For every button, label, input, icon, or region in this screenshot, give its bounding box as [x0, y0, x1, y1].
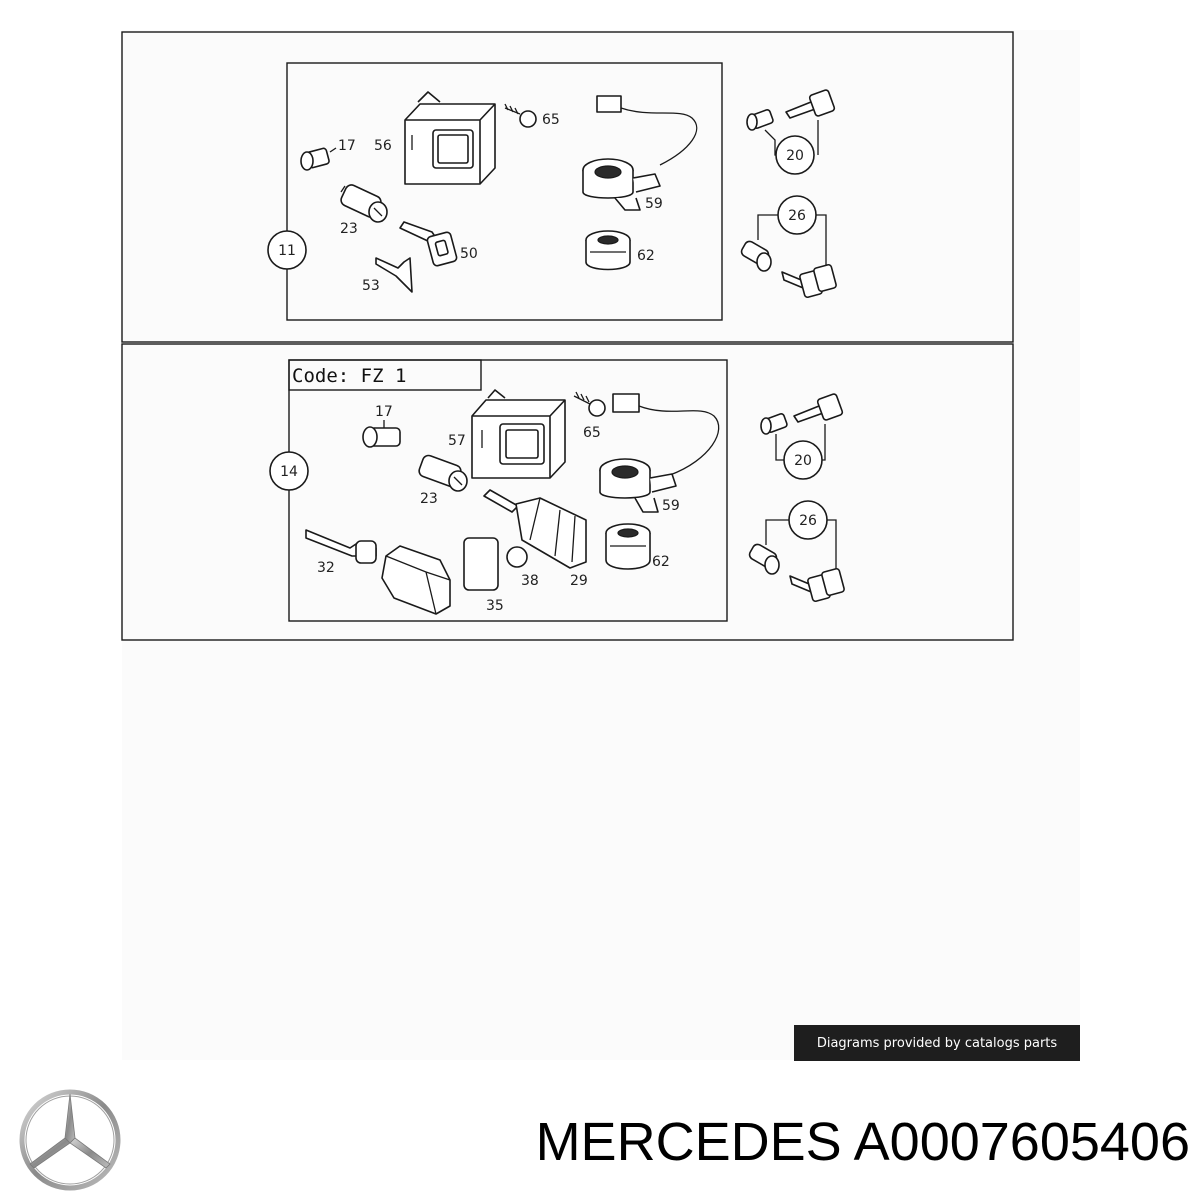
set-20 — [746, 89, 836, 175]
code-label: Code: FZ 1 — [292, 365, 406, 387]
code-box — [288, 359, 482, 391]
set-26-lower — [748, 500, 845, 603]
label-26-lower: 26 — [799, 513, 817, 529]
lock-cylinder-23-lower — [418, 454, 468, 492]
ignition-switch-59 — [582, 95, 698, 211]
screw-65 — [504, 103, 537, 128]
bushing-62 — [585, 230, 631, 271]
lower-inner-frame — [288, 359, 728, 622]
label-38: 38 — [521, 573, 539, 589]
lower-panel-frame — [121, 343, 1014, 641]
control-unit-57 — [471, 389, 566, 479]
remote-key-29 — [483, 489, 587, 569]
upper-panel: 11 17 56 65 — [121, 31, 1014, 343]
button-38 — [506, 546, 528, 568]
key-blade-32 — [305, 529, 377, 564]
housing-35 — [381, 537, 499, 615]
label-62-lower: 62 — [652, 554, 670, 570]
label-20-lower: 20 — [794, 453, 812, 469]
label-32: 32 — [317, 560, 335, 576]
label-65-lower: 65 — [583, 425, 601, 441]
label-59-lower: 59 — [662, 498, 680, 514]
label-65: 65 — [542, 112, 560, 128]
diagram-background — [122, 30, 1080, 1060]
label-57: 57 — [448, 433, 466, 449]
part-title: MERCEDES A0007605406 — [535, 1112, 1190, 1172]
label-50: 50 — [460, 246, 478, 262]
label-23: 23 — [340, 221, 358, 237]
label-62: 62 — [637, 248, 655, 264]
diagram-credit-badge: Diagrams provided by catalogs parts — [794, 1025, 1080, 1061]
label-56: 56 — [374, 138, 392, 154]
label-53: 53 — [362, 278, 380, 294]
lower-panel: Code: FZ 1 14 17 57 65 — [121, 343, 1014, 641]
set-20-lower — [760, 393, 844, 480]
lock-cylinder-17-lower — [362, 420, 401, 448]
screw-65-lower — [573, 391, 606, 417]
upper-inner-frame — [286, 62, 723, 321]
label-20-upper: 20 — [786, 148, 804, 164]
label-59: 59 — [645, 196, 663, 212]
ignition-switch-59-lower — [599, 393, 720, 513]
set-26 — [740, 195, 837, 299]
control-unit-56 — [404, 91, 496, 185]
key-blank-53 — [375, 257, 413, 293]
lock-cylinder-17 — [300, 147, 337, 171]
label-29: 29 — [570, 573, 588, 589]
parts-diagram: 11 17 56 65 — [121, 31, 1014, 641]
label-35: 35 — [486, 598, 504, 614]
upper-group-ref: 11 — [278, 243, 296, 259]
upper-group-ref-circle — [267, 230, 307, 270]
key-50 — [399, 221, 458, 267]
label-17-lower: 17 — [375, 404, 393, 420]
lower-group-ref: 14 — [280, 464, 298, 480]
lock-cylinder-23 — [340, 184, 388, 223]
mercedes-star-icon — [19, 1089, 121, 1191]
lower-group-ref-circle — [269, 451, 309, 491]
upper-panel-frame — [121, 31, 1014, 343]
label-17: 17 — [338, 138, 356, 154]
label-26-upper: 26 — [788, 208, 806, 224]
bushing-62-lower — [605, 523, 651, 570]
label-23-lower: 23 — [420, 491, 438, 507]
